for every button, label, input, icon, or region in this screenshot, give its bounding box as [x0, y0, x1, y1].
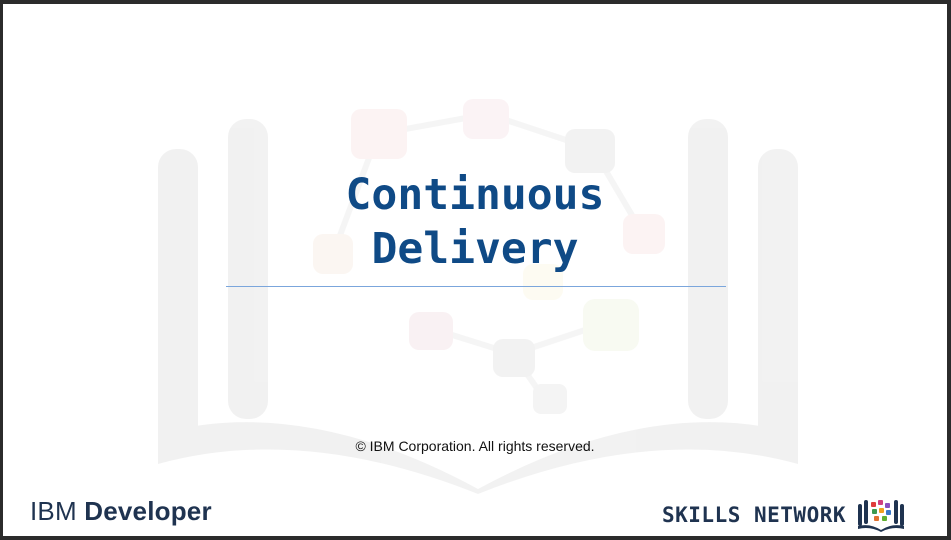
- developer-logo-text: Developer: [84, 496, 212, 526]
- slide-canvas: Continuous Delivery © IBM Corporation. A…: [3, 4, 947, 536]
- slide-title-line-2: Delivery: [371, 224, 579, 274]
- ibm-logo-text: IBM: [30, 496, 85, 526]
- slide-title: Continuous Delivery: [3, 168, 947, 276]
- skills-network-book-icon: [858, 500, 905, 532]
- copyright-notice: © IBM Corporation. All rights reserved.: [355, 438, 595, 454]
- skills-network-label: SKILLS NETWORK: [662, 503, 847, 527]
- ibm-developer-logo: IBM Developer: [30, 496, 212, 527]
- title-divider: [226, 286, 726, 287]
- slide-title-line-1: Continuous: [345, 170, 605, 220]
- book-network-watermark-icon: [158, 99, 798, 494]
- skills-network-logo: SKILLS NETWORK: [662, 497, 906, 533]
